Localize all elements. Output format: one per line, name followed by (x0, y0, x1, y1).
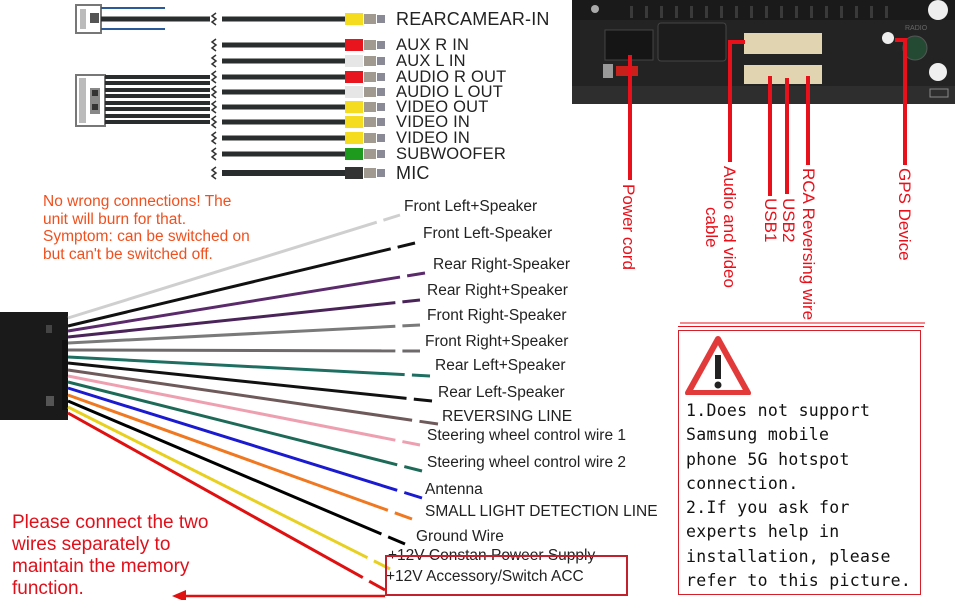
callout-rca-reversing-wire: RCA Reversing wire (799, 168, 818, 321)
harness-wire (67, 361, 433, 403)
av-multi-connector (75, 74, 210, 127)
notice-divider (678, 326, 924, 327)
wire-label: REVERSING LINE (442, 408, 573, 425)
harness-wire (67, 298, 421, 339)
rca-label: VIDEO IN (396, 129, 471, 147)
rca-cable (210, 166, 385, 180)
wire-label: Steering wheel control wire 1 (427, 427, 627, 444)
arrow-head-icon (172, 590, 186, 600)
rca-plug (345, 71, 363, 83)
rca-cable (210, 70, 385, 84)
callout-gps-device: GPS Device (895, 168, 914, 261)
rca-plug (345, 148, 363, 160)
rca-plug (345, 86, 363, 98)
rca-plug (345, 13, 363, 25)
harness-wire (67, 213, 401, 320)
wire-label: +12V Accessory/Switch ACC (386, 568, 584, 585)
harness-wire (67, 271, 426, 333)
callout-usb1: USB1 (761, 198, 780, 243)
rca-cable (210, 131, 385, 145)
power-harness-diagram (0, 213, 439, 600)
rca-plug (345, 116, 363, 128)
wire-label: Rear Right-Speaker (433, 256, 570, 273)
rca-label: MIC (396, 163, 430, 183)
rca-label: AUX L IN (396, 52, 466, 70)
harness-wire (67, 374, 421, 447)
wire-label: Antenna (425, 481, 483, 498)
wire-label: Front Right-Speaker (427, 307, 567, 324)
rca-harness-diagram (75, 4, 385, 180)
rca-label: AUDIO R OUT (396, 68, 507, 86)
rca-plug (345, 167, 363, 179)
rca-cable (210, 115, 385, 129)
wire-label: Ground Wire (416, 528, 504, 545)
harness-wire (67, 386, 423, 500)
notice-box: 1.Does not support Samsung mobile phone … (678, 330, 921, 595)
harness-wire (67, 411, 386, 592)
rca-plug (345, 132, 363, 144)
harness-wire (67, 380, 423, 473)
rca-plug (345, 101, 363, 113)
head-unit-rear-panel: RADIO (572, 0, 955, 104)
radio-mark: RADIO (905, 25, 928, 32)
wire-label: Front Left-Speaker (423, 225, 553, 242)
callout-audio-video-cable: Audio and video cable (702, 166, 739, 288)
harness-wire (67, 399, 406, 546)
rca-cable (210, 54, 385, 68)
harness-wire (67, 323, 421, 345)
rca-label: REARCAMEAR-IN (396, 9, 550, 29)
callout-power-cord: Power cord (619, 184, 638, 270)
rca-plug (345, 39, 363, 51)
wire-label: Rear Left-Speaker (438, 384, 565, 401)
harness-wire (67, 241, 416, 328)
rca-label: VIDEO IN (396, 113, 471, 131)
rca-label: AUDIO L OUT (396, 83, 504, 101)
harness-wire (67, 348, 421, 353)
rca-plug (345, 55, 363, 67)
wire-label: Front Right+Speaker (425, 333, 569, 350)
harness-wire (67, 368, 439, 426)
wire-label: Rear Right+Speaker (427, 282, 568, 299)
rca-cable (210, 100, 385, 114)
rca-cable (210, 38, 385, 52)
wrong-connection-warning: No wrong connections! The unit will burn… (43, 193, 250, 263)
port-callout-lines (628, 38, 925, 324)
rca-label: SUBWOOFER (396, 145, 506, 163)
wire-label: Rear Left+Speaker (435, 357, 566, 374)
rear-camera-connector (75, 4, 210, 34)
callout-usb2: USB2 (779, 198, 798, 243)
wire-label: SMALL LIGHT DETECTION LINE (425, 503, 658, 520)
wire-label: Front Left+Speaker (404, 198, 538, 215)
notice-text: 1.Does not support Samsung mobile phone … (686, 401, 912, 591)
rca-cable (210, 12, 385, 26)
harness-wire (67, 393, 413, 521)
harness-plug (0, 312, 68, 420)
rca-label: VIDEO OUT (396, 98, 489, 116)
harness-wire (67, 355, 431, 378)
rca-label: AUX R IN (396, 36, 470, 54)
rca-cable (210, 85, 385, 99)
memory-function-note: Please connect the two wires separately … (12, 512, 209, 599)
harness-wire (67, 405, 391, 571)
warning-triangle-icon (685, 336, 751, 395)
wire-label: Steering wheel control wire 2 (427, 454, 627, 471)
power-wires-highlight-box (385, 555, 628, 596)
rca-cable (210, 147, 385, 161)
